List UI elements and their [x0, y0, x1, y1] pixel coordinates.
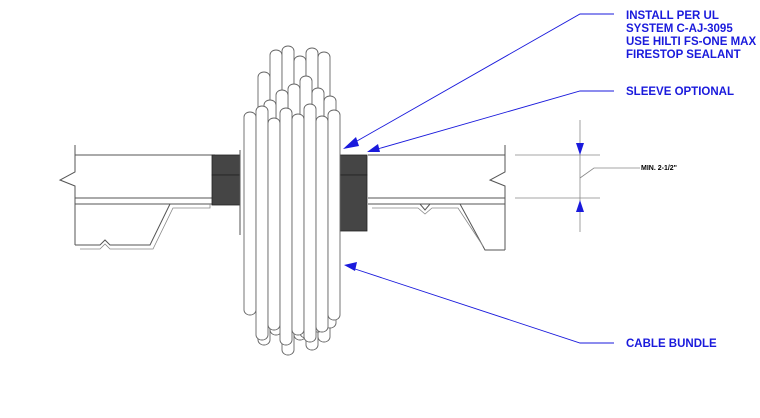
callout-sleeve: SLEEVE OPTIONAL [367, 86, 734, 152]
callout-install: INSTALL PER UL SYSTEM C-AJ-3095 USE HILT… [343, 10, 756, 149]
cable [243, 111, 257, 316]
floor-assembly-left [58, 145, 215, 250]
callout-install-line-1: INSTALL PER UL [626, 10, 719, 22]
dimension-label: MIN. 2-1/2" [641, 165, 677, 172]
floor-assembly-right [368, 145, 506, 251]
leader-arrow-install [343, 137, 359, 149]
sealant-block-left-upper [211, 154, 241, 176]
cable [315, 115, 329, 333]
callout-sleeve-label: SLEEVE OPTIONAL [626, 86, 734, 98]
callout-install-line-4: FIRESTOP SEALANT [626, 49, 741, 61]
cable [255, 105, 269, 341]
cable [327, 109, 341, 321]
cable [279, 107, 293, 346]
callout-install-line-2: SYSTEM C-AJ-3095 [626, 23, 733, 35]
cable [303, 103, 317, 343]
sealant-block-right-upper [336, 154, 368, 176]
sealant-block-left-lower [211, 174, 241, 206]
dimension-min-thickness: MIN. 2-1/2" [515, 120, 677, 232]
leader-arrow-cable [344, 262, 357, 271]
cable [291, 113, 305, 336]
callout-cable: CABLE BUNDLE [344, 262, 717, 350]
leader-arrow-sleeve [367, 144, 380, 152]
callout-cable-label: CABLE BUNDLE [626, 338, 717, 350]
dimension-arrow-bottom [576, 200, 584, 212]
dimension-arrow-top [576, 143, 584, 155]
cable-bundle [243, 45, 341, 356]
callout-install-line-3: USE HILTI FS-ONE MAX [626, 36, 756, 48]
cable [267, 117, 281, 331]
sealant-block-right-lower [336, 174, 368, 232]
